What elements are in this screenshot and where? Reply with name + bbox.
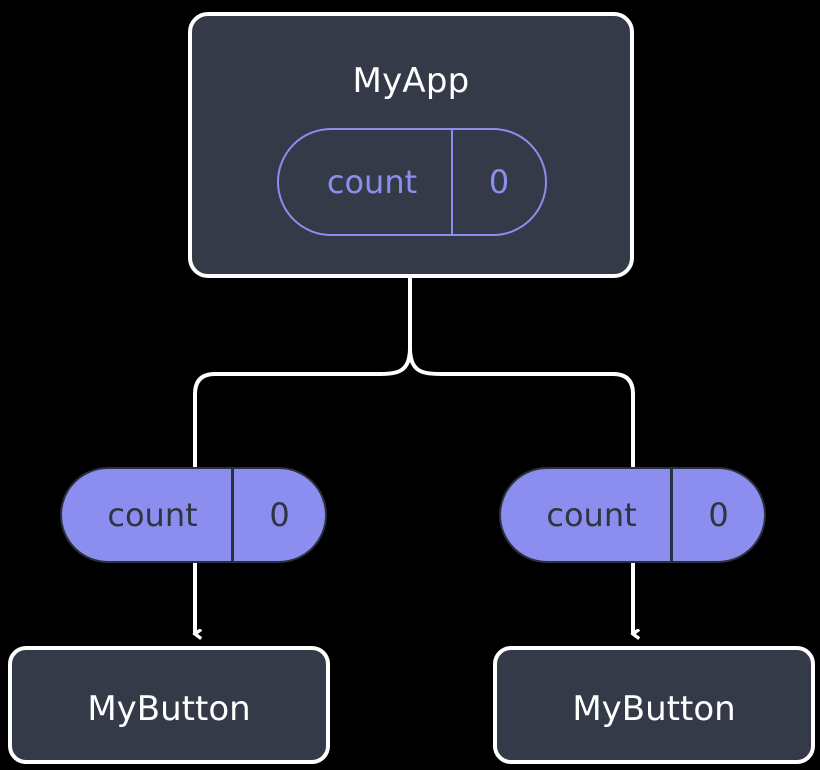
- prop-pill-value: 0: [708, 496, 729, 534]
- component-mybutton-left-label: MyButton: [87, 689, 251, 729]
- component-mybutton-left[interactable]: MyButton: [8, 646, 330, 764]
- prop-pill-left-count[interactable]: count 0: [60, 467, 327, 563]
- prop-pill-key: count: [501, 469, 673, 561]
- component-myapp-label: MyApp: [352, 61, 470, 101]
- state-pill-myapp-count[interactable]: count 0: [277, 128, 547, 236]
- component-mybutton-right-label: MyButton: [572, 689, 736, 729]
- component-mybutton-right[interactable]: MyButton: [493, 646, 815, 764]
- state-pill-key: count: [279, 130, 453, 234]
- fork-branch-left: [193, 347, 412, 468]
- prop-pill-right-count[interactable]: count 0: [499, 467, 766, 563]
- state-pill-value: 0: [488, 163, 510, 201]
- prop-pill-key: count: [62, 469, 234, 561]
- prop-pill-value: 0: [269, 496, 290, 534]
- fork-branch-right: [408, 347, 635, 468]
